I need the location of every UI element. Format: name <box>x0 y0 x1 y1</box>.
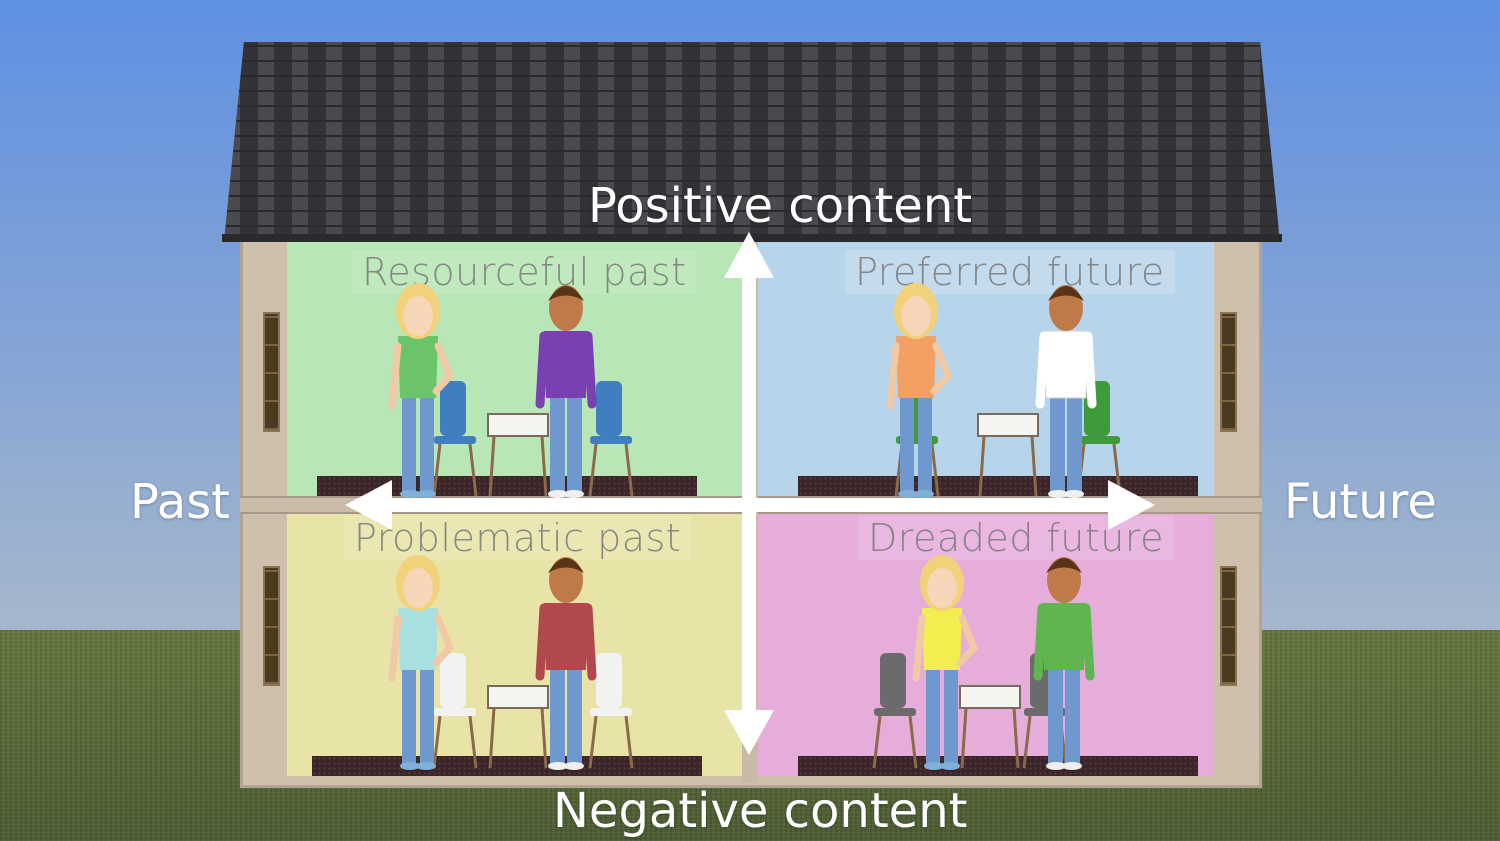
room-bottom-left <box>287 514 742 776</box>
woman-figure <box>388 555 455 770</box>
side-table <box>487 413 549 497</box>
room-label-resourceful-past: Resourceful past <box>352 250 697 294</box>
roof-edge <box>222 234 1282 242</box>
man-figure <box>535 557 597 770</box>
axis-label-future: Future <box>1284 474 1437 530</box>
axis-label-past: Past <box>130 474 231 530</box>
room-bottom-right <box>758 514 1214 776</box>
man-figure <box>1035 285 1097 498</box>
woman-figure <box>912 555 979 770</box>
side-table <box>487 685 549 769</box>
axis-label-negative: Negative content <box>553 783 968 839</box>
chair <box>432 381 478 497</box>
chair <box>872 653 918 769</box>
window-right-upper <box>1220 312 1237 432</box>
chair <box>588 381 634 497</box>
side-table <box>977 413 1039 497</box>
woman-figure <box>388 283 455 498</box>
room-label-problematic-past: Problematic past <box>344 516 692 560</box>
window-left-lower <box>263 566 280 686</box>
man-figure <box>535 285 597 498</box>
man-figure <box>1033 557 1095 770</box>
woman-figure <box>886 283 953 498</box>
axis-label-positive: Positive content <box>588 178 973 234</box>
house-roof <box>224 42 1280 242</box>
room-label-dreaded-future: Dreaded future <box>858 516 1175 560</box>
side-table <box>959 685 1021 769</box>
chair <box>432 653 478 769</box>
chair <box>588 653 634 769</box>
window-right-lower <box>1220 566 1237 686</box>
window-left-upper <box>263 312 280 432</box>
